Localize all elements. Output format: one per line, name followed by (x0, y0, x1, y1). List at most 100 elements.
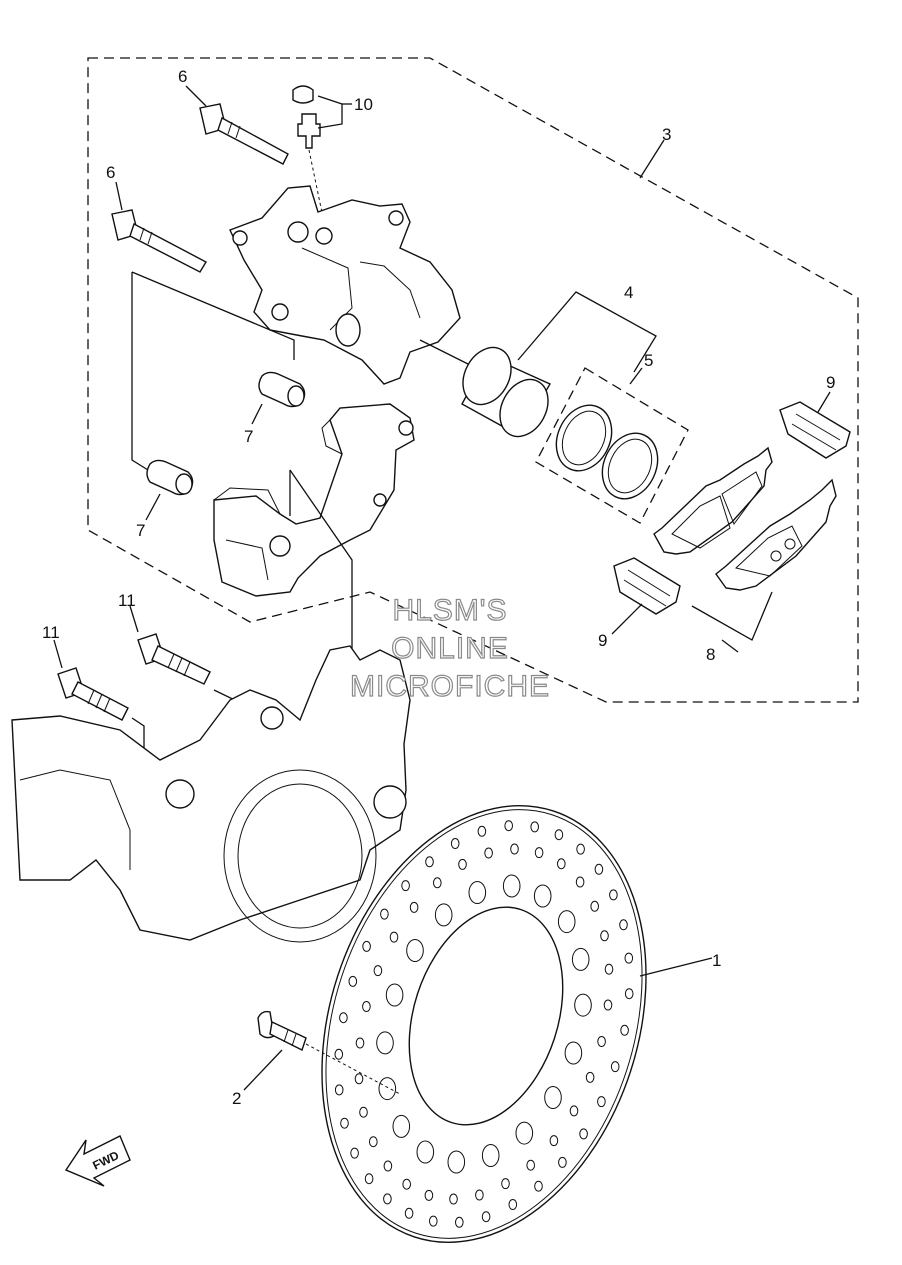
disc-vent-hole (544, 1086, 562, 1109)
callout-5: 5 (644, 351, 653, 370)
disc-drill-hole (575, 876, 585, 888)
disc-drill-hole (355, 1037, 365, 1049)
piston-seals (555, 404, 659, 500)
disc-drill-hole (450, 838, 460, 849)
disc-vent-hole (447, 1150, 466, 1174)
watermark-line-3: MICROFICHE (350, 670, 550, 703)
disc-drill-hole (339, 1012, 348, 1024)
disc-drill-hole (429, 1215, 438, 1227)
callout-6-lower: 6 (106, 163, 115, 182)
callout-2: 2 (232, 1089, 241, 1108)
disc-vent-hole (533, 884, 552, 908)
disc-drill-hole (549, 1135, 559, 1147)
disc-drill-hole (501, 1178, 510, 1190)
callout-3: 3 (662, 125, 671, 144)
bleed-screw-group (292, 85, 327, 233)
disc-vent-hole (574, 993, 592, 1017)
callout-11-upper: 11 (118, 591, 136, 610)
disc-vent-hole (406, 939, 424, 962)
disc-drill-hole (604, 963, 614, 975)
disc-drill-hole (350, 1147, 359, 1159)
disc-drill-hole (600, 930, 609, 942)
disc-drill-hole (534, 1180, 543, 1192)
disc-drill-hole (383, 1193, 392, 1205)
disc-drill-hole (359, 1106, 368, 1118)
disc-drill-hole (362, 1001, 371, 1012)
slide-pin-lower (111, 209, 207, 273)
caliper-bracket (213, 403, 415, 762)
disc-drill-hole (558, 1156, 567, 1168)
disc-vent-hole (481, 1144, 500, 1167)
disc-vent-hole (434, 903, 453, 927)
disc-drill-hole (383, 1160, 393, 1172)
disc-drill-hole (590, 900, 600, 912)
disc-bolt (257, 1010, 401, 1095)
disc-drill-hole (475, 1189, 484, 1201)
callout-11-lower: 11 (42, 623, 60, 642)
disc-drill-hole (510, 843, 519, 855)
brake-pad-rear (715, 478, 837, 591)
seal-kit-boundary (535, 367, 689, 524)
disc-drill-hole (404, 1207, 414, 1219)
disc-drill-hole (334, 1048, 344, 1060)
disc-drill-hole (603, 999, 613, 1011)
disc-drill-hole (609, 889, 618, 901)
disc-drill-hole (364, 1173, 374, 1185)
disc-drill-hole (508, 1199, 518, 1210)
disc-drill-hole (624, 952, 634, 964)
disc-drill-hole (619, 919, 628, 931)
disc-drill-hole (362, 940, 371, 952)
disc-vent-hole (571, 947, 590, 971)
disc-drill-hole (597, 1096, 606, 1108)
brake-pad-front (653, 446, 773, 555)
pin-boot-upper (258, 371, 306, 408)
disc-drill-hole (458, 858, 467, 870)
disc-drill-hole (610, 1061, 620, 1073)
disc-drill-hole (526, 1159, 536, 1171)
disc-drill-hole (585, 1071, 595, 1083)
callout-7-lower: 7 (136, 521, 145, 540)
disc-drill-hole (401, 880, 410, 892)
disc-drill-hole (380, 908, 389, 920)
fwd-arrow-icon: FWD (64, 1135, 131, 1187)
disc-drill-hole (597, 1036, 606, 1047)
brake-disc (321, 805, 647, 1243)
disc-drill-hole (433, 877, 442, 889)
bleed-screw (297, 113, 321, 149)
disc-drill-hole (334, 1084, 344, 1096)
disc-drill-hole (504, 820, 514, 832)
disc-drill-hole (484, 847, 493, 859)
caliper-body (229, 185, 461, 385)
callout-9-lower: 9 (598, 631, 607, 650)
disc-vent-hole (378, 1077, 397, 1101)
disc-drill-hole (534, 847, 544, 859)
disc-vent-hole (564, 1041, 583, 1065)
disc-drill-hole (348, 975, 358, 987)
disc-drill-hole (354, 1073, 364, 1085)
callout-1: 1 (712, 951, 721, 970)
pin-boot-lower (146, 459, 194, 496)
disc-drill-hole (477, 825, 487, 837)
disc-drill-hole (449, 1193, 458, 1205)
watermark-line-2: ONLINE (391, 632, 509, 665)
mount-bolt-upper (137, 633, 211, 685)
disc-drill-hole (389, 931, 399, 943)
callout-8: 8 (706, 645, 715, 664)
disc-drill-hole (481, 1211, 491, 1223)
watermark-line-1: HLSM'S (392, 594, 507, 627)
disc-drill-hole (569, 1105, 579, 1117)
swing-arm-hub (11, 645, 411, 943)
disc-vent-hole (416, 1140, 435, 1164)
disc-drill-hole (455, 1216, 464, 1228)
disc-vent-hole (376, 1031, 394, 1055)
disc-drill-hole (369, 1136, 378, 1148)
caliper-assembly-boundary (87, 57, 859, 703)
disc-drill-hole (424, 1189, 434, 1201)
disc-drill-hole (624, 988, 634, 1000)
disc-vent-hole (557, 910, 576, 934)
disc-drill-hole (530, 821, 540, 833)
callout-9-upper: 9 (826, 373, 835, 392)
disc-vent-hole (385, 983, 404, 1007)
disc-vent-hole (392, 1114, 411, 1138)
